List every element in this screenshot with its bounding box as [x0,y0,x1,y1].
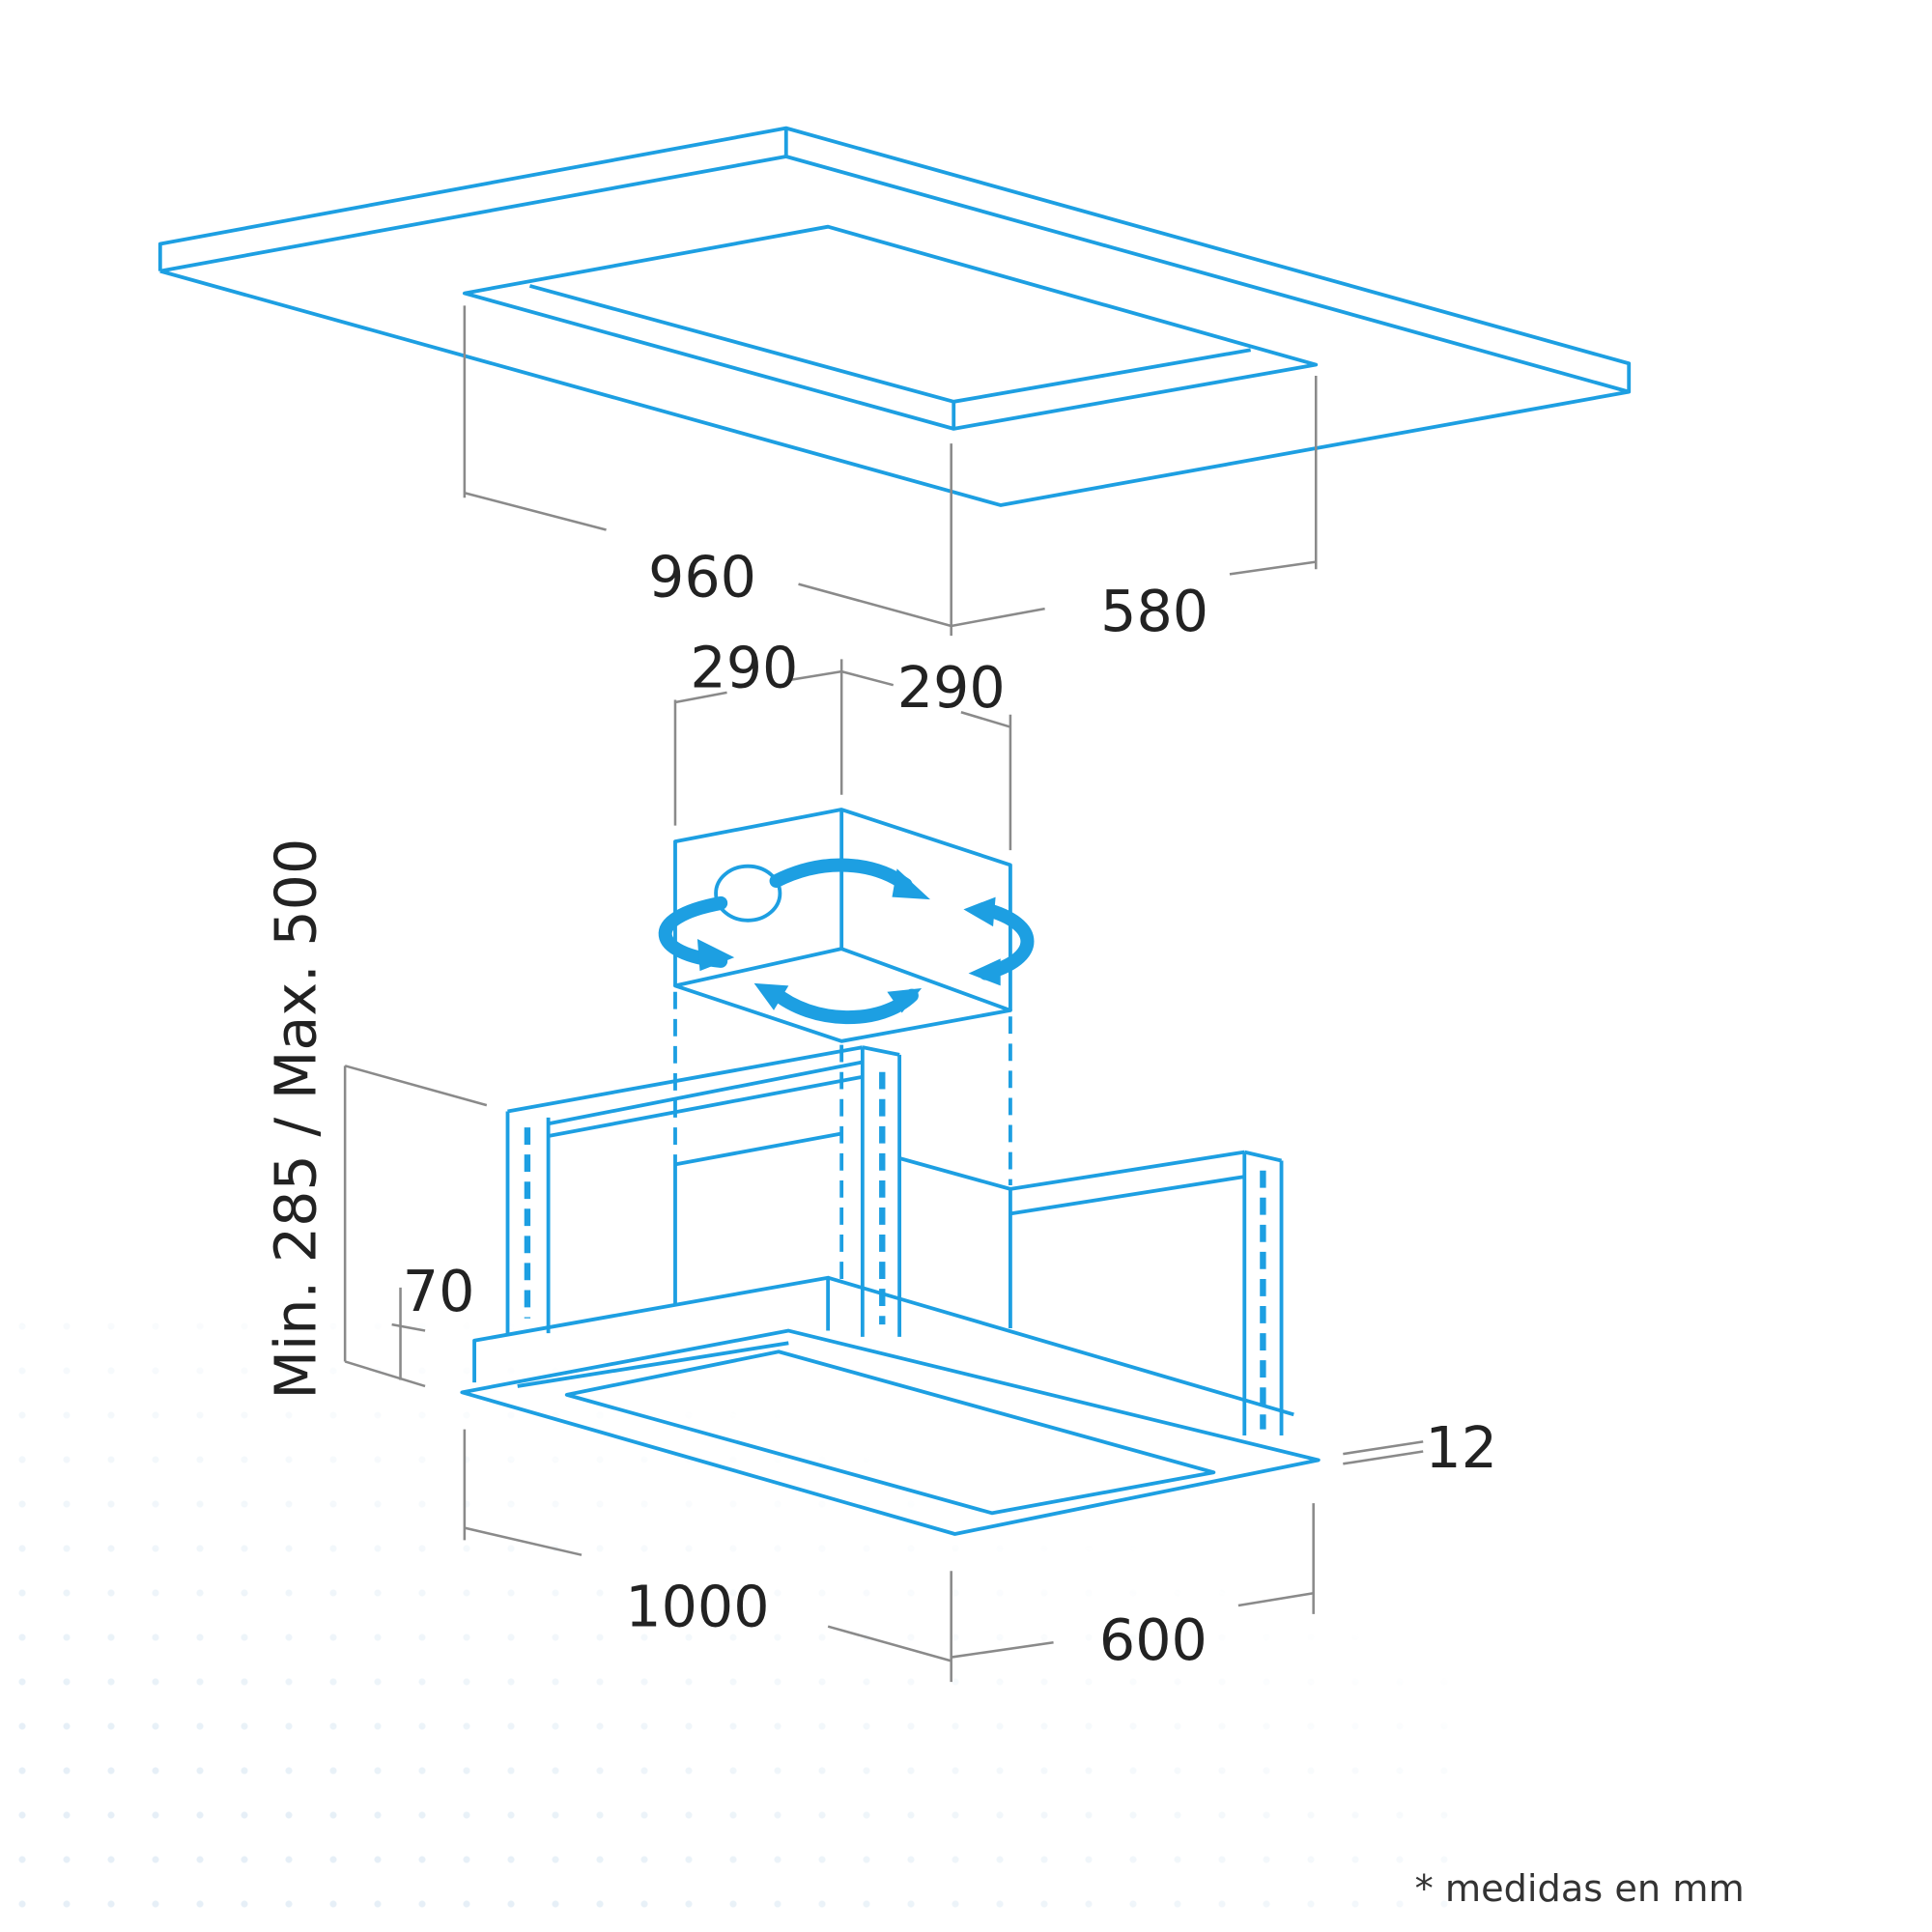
hood-body [460,1275,1321,1536]
dimension-580: 580 [1100,579,1208,644]
dimension-290-left: 290 [690,636,798,701]
dimension-1000: 1000 [625,1575,769,1640]
chimney-block [673,808,1012,1043]
ceiling-dimension-lines [463,305,1318,851]
units-note: * medidas en mm [1415,1867,1745,1911]
hood-dimension-lines [343,1065,1424,1683]
dimension-70: 70 [403,1259,475,1324]
dimension-height-range: Min. 285 / Max. 500 [264,838,329,1400]
dimension-600: 600 [1099,1607,1208,1673]
dimension-12: 12 [1425,1415,1497,1481]
ceiling-slab [157,126,1632,507]
background-dot-pattern [0,1304,1449,1932]
dimension-290-right: 290 [897,655,1006,721]
ceiling-cutout [462,224,1319,431]
dimension-960: 960 [648,544,756,610]
hood-frame [505,1045,1284,1435]
rotation-arrows-icon [658,858,1035,1025]
